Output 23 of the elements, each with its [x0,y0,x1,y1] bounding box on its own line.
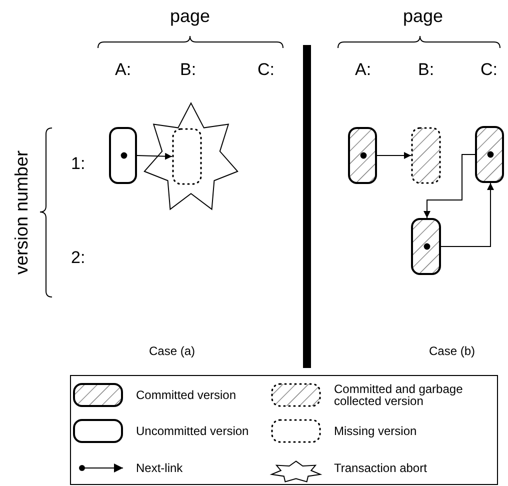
arrow [424,154,476,218]
case-caption: Case (a) [149,344,196,358]
arrow [440,182,494,247]
legend-text: Uncommitted version [136,425,250,437]
row-label: 1: [71,154,86,174]
row-label: 2: [71,248,86,268]
legend-text: Committed version [136,389,238,401]
arrow [376,152,412,159]
page-heading: page [170,6,210,27]
column-label: B: [418,60,434,80]
column-label: C: [258,60,274,80]
column-label: A: [115,60,132,80]
axis-title: version number [12,150,33,274]
legend-text: Next-link [136,462,184,474]
column-label: B: [180,60,196,80]
page-heading: page [403,6,444,27]
column-label: A: [355,60,372,80]
arrow [136,152,172,160]
legend-text: Transaction abort [334,462,428,474]
legend-text: Committed and garbage collected version [334,383,464,407]
case-caption: Case (b) [429,344,476,358]
column-label: C: [480,60,498,80]
legend-text: Missing version [334,425,418,437]
